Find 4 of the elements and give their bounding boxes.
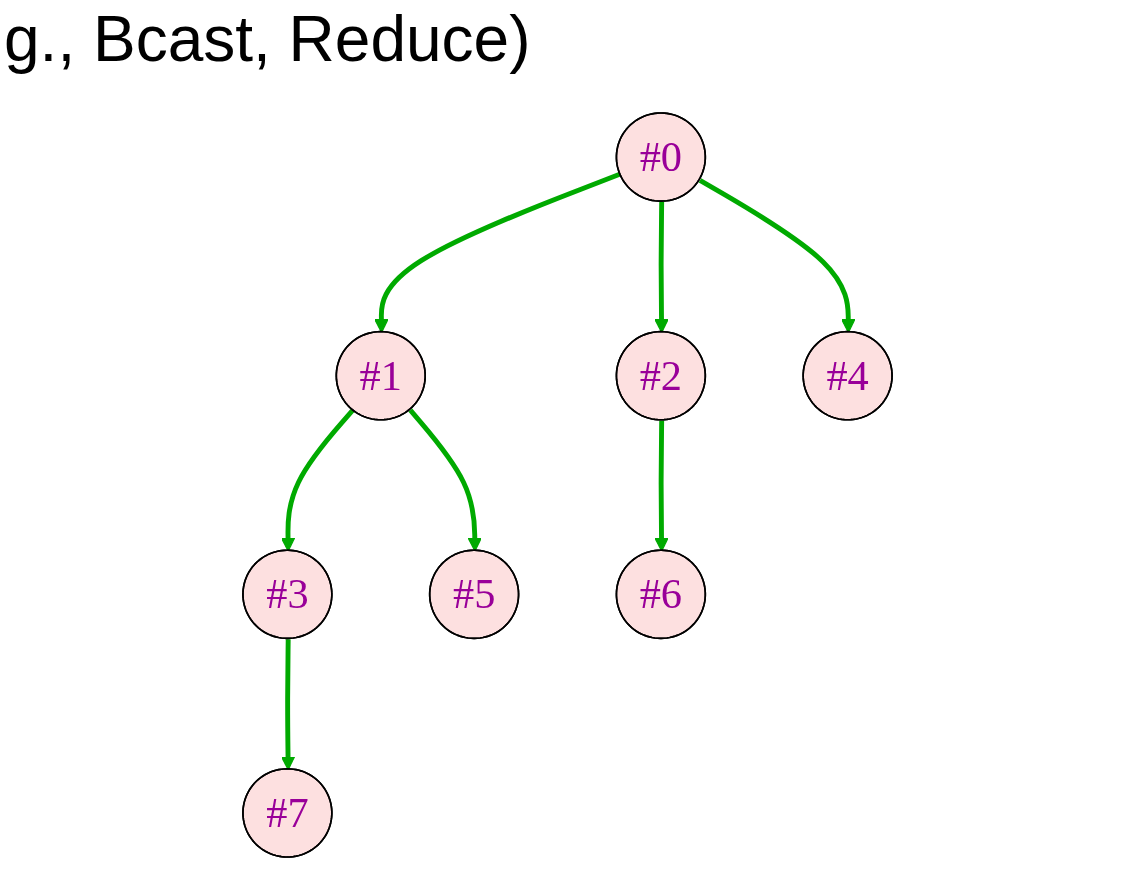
arrow bbox=[408, 408, 482, 552]
arrow bbox=[280, 408, 355, 552]
heading-text: g., Bcast, Reduce) bbox=[4, 4, 531, 75]
arrow bbox=[654, 420, 669, 552]
